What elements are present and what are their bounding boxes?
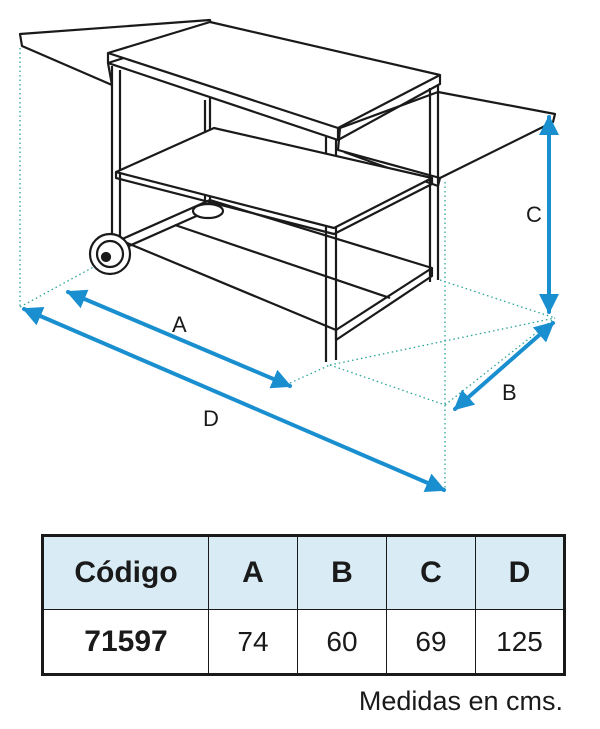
cell-b: 60 xyxy=(297,609,387,675)
header-d: D xyxy=(475,535,565,610)
dimension-label-c: C xyxy=(526,202,542,227)
barbecue-cart-diagram: A D B C xyxy=(18,18,559,493)
header-codigo: Código xyxy=(42,535,209,610)
cell-c: 69 xyxy=(386,609,476,675)
dimension-b-arrow xyxy=(453,321,555,411)
header-a: A xyxy=(208,535,298,610)
cell-code: 71597 xyxy=(42,609,209,675)
dimension-label-d: D xyxy=(203,406,219,431)
dimension-label-b: B xyxy=(502,380,517,405)
cell-a: 74 xyxy=(208,609,298,675)
base-frame xyxy=(118,198,434,332)
units-note: Medidas en cms. xyxy=(358,686,563,716)
table-header-row: Código A B C D xyxy=(42,535,565,610)
header-c: C xyxy=(386,535,476,610)
header-b: B xyxy=(297,535,387,610)
dimension-a-arrow xyxy=(66,289,292,389)
cell-d: 125 xyxy=(475,609,565,675)
dimension-arrows xyxy=(22,115,559,493)
dimension-label-a: A xyxy=(172,312,187,337)
table-row: 71597 74 60 69 125 xyxy=(42,609,565,675)
wheel xyxy=(88,232,132,276)
barbecue-cart-drawing xyxy=(18,18,557,362)
dimension-d-arrow xyxy=(22,306,446,493)
dimensions-table: Código A B C D 71597 74 60 69 125 xyxy=(41,534,566,676)
